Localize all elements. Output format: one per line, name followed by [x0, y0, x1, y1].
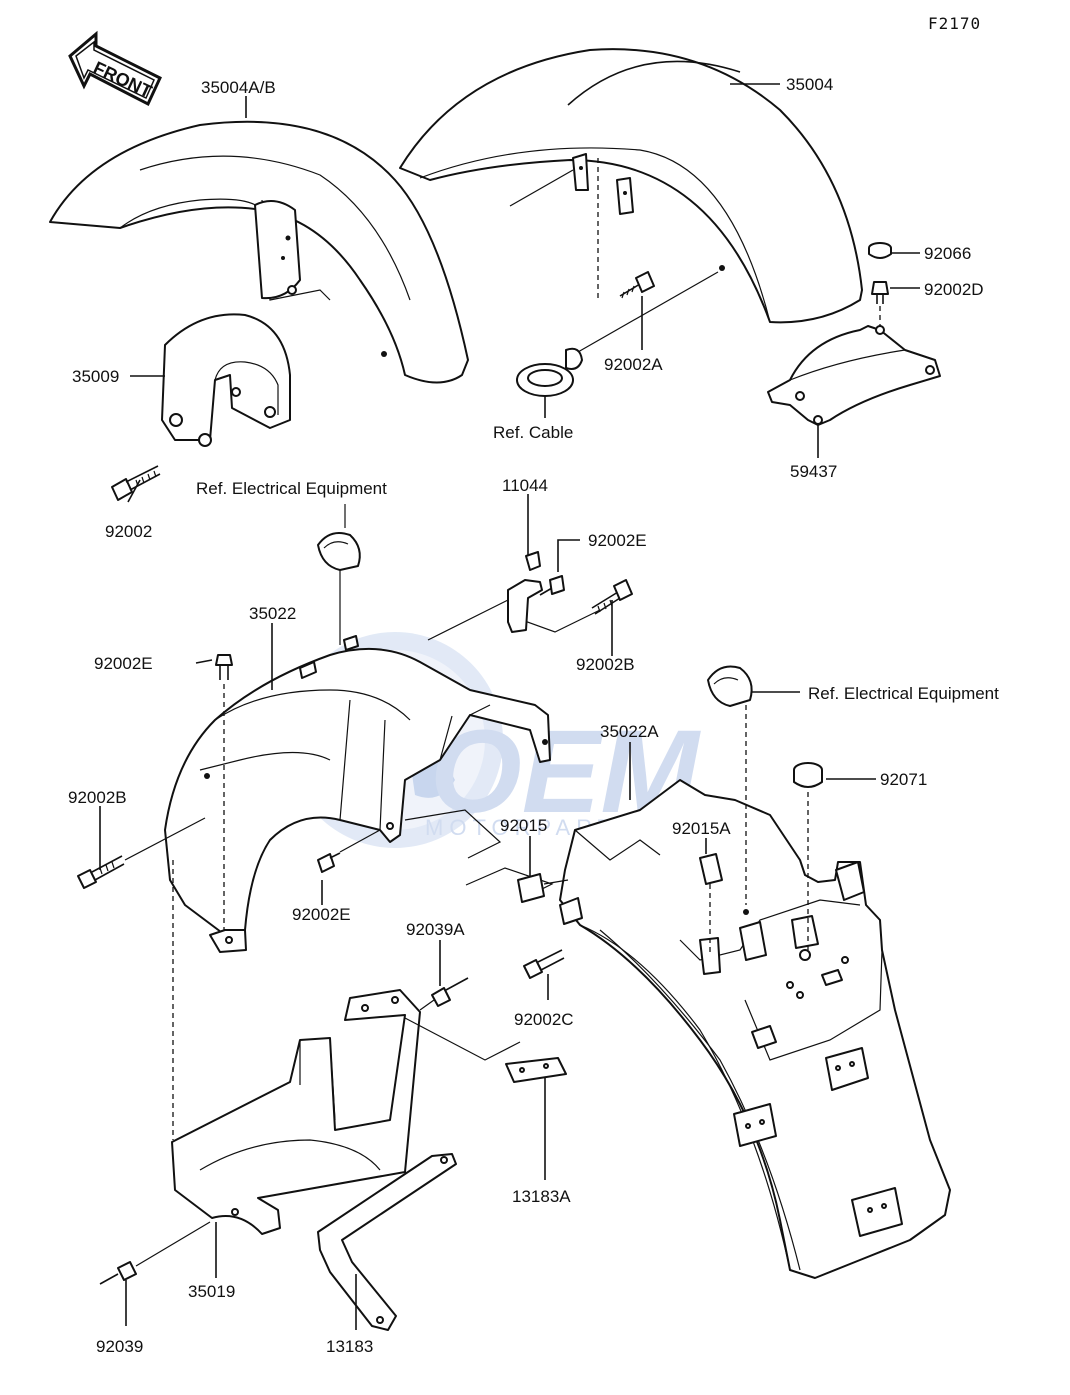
bolt-92002E-mid-icon: [317, 852, 341, 873]
label-35022: 35022: [249, 604, 296, 623]
fender-cover: [161, 313, 291, 447]
label-92039A: 92039A: [406, 920, 465, 939]
front-arrow-icon: FRONT: [68, 30, 162, 107]
label-35004: 35004: [786, 75, 833, 94]
label-92002D: 92002D: [924, 280, 984, 299]
bolt-92002-icon: [111, 465, 161, 501]
label-ref-electrical-1: Ref. Electrical Equipment: [196, 479, 387, 498]
label-92002A: 92002A: [604, 355, 663, 374]
bolt-92002E-left-icon: [215, 654, 233, 680]
label-92066: 92066: [924, 244, 971, 263]
label-92002B-top: 92002B: [576, 655, 635, 674]
bracket-11044: [507, 551, 543, 633]
label-35009: 35009: [72, 367, 119, 386]
label-11044: 11044: [502, 476, 548, 495]
fender-flap: [767, 325, 941, 426]
label-35019: 35019: [188, 1282, 235, 1301]
label-35022A: 35022A: [600, 722, 659, 741]
bolt-92039A-icon: [431, 977, 469, 1007]
strap-13183: [317, 1153, 457, 1331]
clip-92015A-icon: [699, 853, 723, 885]
plate-13183A: [505, 1057, 567, 1083]
label-92002B-left: 92002B: [68, 788, 127, 807]
label-59437: 59437: [790, 462, 837, 481]
label-13183A: 13183A: [512, 1187, 571, 1206]
clip-92015-icon: [517, 873, 545, 903]
bolt-92002B-left-icon: [77, 855, 125, 889]
bolt-92002C-icon: [523, 949, 565, 979]
label-92002C: 92002C: [514, 1010, 574, 1029]
label-92071: 92071: [880, 770, 927, 789]
wire-clip-right-icon: [707, 665, 753, 707]
inner-fender: [164, 635, 551, 953]
bolt-92002A-icon: [619, 271, 655, 299]
bolt-92002E-top-icon: [539, 575, 565, 596]
label-92015A: 92015A: [672, 819, 731, 838]
rear-fender: [399, 48, 863, 324]
washer-92066-icon: [868, 242, 892, 259]
label-ref-electrical-2: Ref. Electrical Equipment: [808, 684, 999, 703]
inner-bracket-35019: [171, 989, 421, 1235]
label-92015: 92015: [500, 816, 547, 835]
rivet-92039-icon: [99, 1261, 137, 1285]
label-92002E-top: 92002E: [588, 531, 647, 550]
grommet-92071-icon: [793, 762, 823, 788]
label-13183: 13183: [326, 1337, 373, 1356]
cable-grommet-icon: [516, 347, 583, 397]
label-92002E-left: 92002E: [94, 654, 153, 673]
label-92002: 92002: [105, 522, 152, 541]
label-92002E-mid: 92002E: [292, 905, 351, 924]
label-ref-cable: Ref. Cable: [493, 423, 573, 442]
label-35004AB: 35004A/B: [201, 78, 276, 97]
front-fender: [49, 120, 469, 384]
leader-lines: [99, 83, 920, 1330]
figure-code: F2170: [928, 14, 981, 33]
wire-clip-icon: [317, 532, 361, 571]
part-labels: 35004A/B 35004 35009 92002 92002A 92066 …: [68, 75, 999, 1356]
bolt-92002D-icon: [871, 281, 889, 304]
label-92039: 92039: [96, 1337, 143, 1356]
rear-inner-fender: [559, 779, 951, 1279]
